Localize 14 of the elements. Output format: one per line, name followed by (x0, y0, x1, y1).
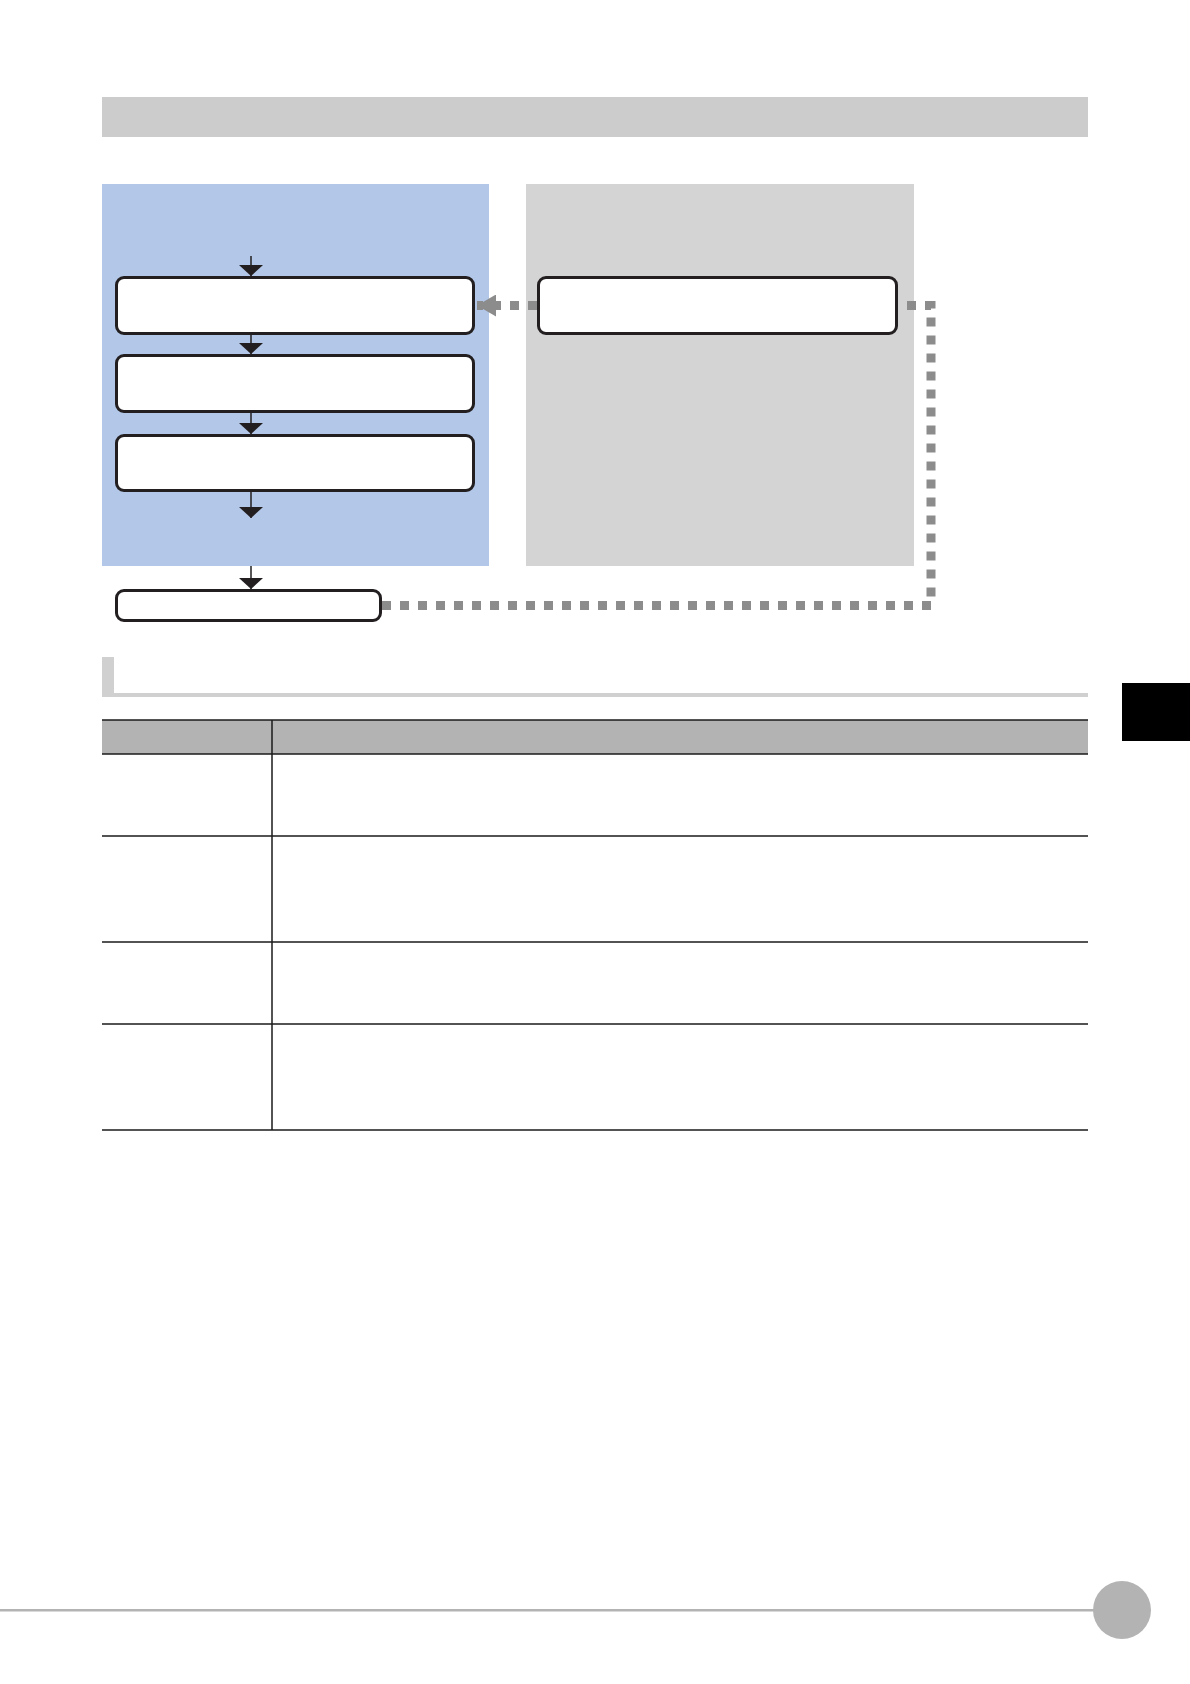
group-panel (526, 184, 914, 566)
process-box (115, 589, 382, 622)
process-box (115, 354, 475, 413)
process-box (115, 434, 475, 492)
arrow (239, 491, 263, 519)
arrow (239, 412, 263, 435)
arrow (239, 565, 263, 590)
process-box (115, 276, 475, 335)
dashed-arrow (477, 294, 537, 317)
heading-band (102, 97, 1088, 137)
group-panel (102, 184, 489, 566)
arrow (239, 255, 263, 277)
process-box (537, 276, 898, 335)
arrow (239, 334, 263, 355)
